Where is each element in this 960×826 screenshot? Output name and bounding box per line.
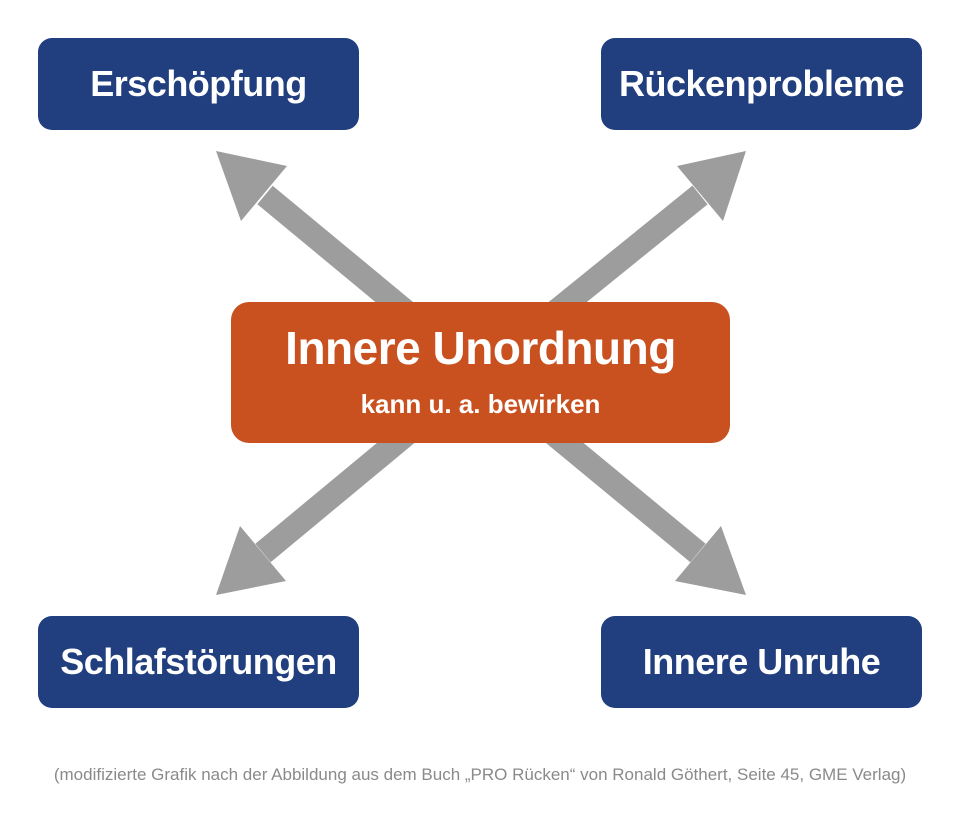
arrowhead-top-right (677, 151, 746, 221)
center-box: Innere Unordnung kann u. a. bewirken (231, 302, 730, 443)
effect-box-exhaustion: Erschöpfung (38, 38, 359, 130)
effect-label-back-problems: Rückenprobleme (618, 63, 905, 104)
effect-label-exhaustion: Erschöpfung (90, 63, 307, 104)
effect-box-sleep-disorders: Schlafstörungen (38, 616, 359, 708)
effect-box-back-problems: Rückenprobleme (601, 38, 922, 130)
effect-label-sleep-disorders: Schlafstörungen (60, 641, 337, 682)
arrowhead-bottom-right (675, 526, 746, 595)
arrowhead-top-left (216, 151, 287, 221)
effect-box-inner-restlessness: Innere Unruhe (601, 616, 922, 708)
center-title: Innere Unordnung (285, 322, 676, 374)
arrowhead-bottom-left (216, 526, 286, 595)
center-subtitle: kann u. a. bewirken (360, 389, 601, 419)
source-caption: (modifizierte Grafik nach der Abbildung … (53, 765, 907, 784)
effect-label-inner-restlessness: Innere Unruhe (642, 641, 881, 682)
